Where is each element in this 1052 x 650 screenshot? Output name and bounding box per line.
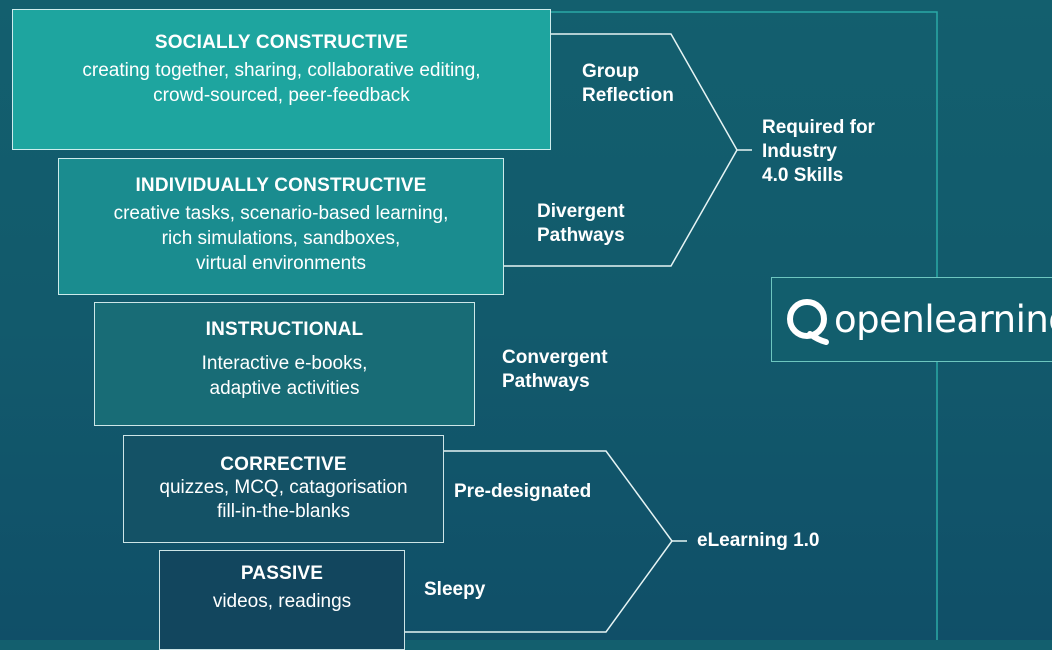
- tier-description: creating together, sharing, collaborativ…: [13, 58, 550, 108]
- frame-line: [551, 11, 938, 277]
- tier-instructional: INSTRUCTIONAL Interactive e-books, adapt…: [94, 302, 475, 426]
- tier-description: creative tasks, scenario-based learning,…: [59, 201, 503, 276]
- tier-description: Interactive e-books, adaptive activities: [95, 351, 474, 401]
- tier-desc-line: rich simulations, sandboxes,: [161, 228, 401, 249]
- label-line: Pathways: [502, 371, 590, 392]
- label-line: Reflection: [582, 85, 674, 106]
- tier-individually-constructive: INDIVIDUALLY CONSTRUCTIVE creative tasks…: [58, 158, 504, 295]
- tier-desc-line: creating together, sharing, collaborativ…: [82, 60, 481, 81]
- tier-desc-line: virtual environments: [195, 253, 367, 274]
- tier-description: quizzes, MCQ, catagorisation fill-in-the…: [124, 476, 443, 524]
- tier-title: INDIVIDUALLY CONSTRUCTIVE: [135, 175, 427, 196]
- label-line: Divergent: [537, 201, 625, 222]
- lower-bracket: [405, 450, 673, 633]
- logo-wordmark: openlearning: [834, 298, 1052, 341]
- pathway-label-sleepy: Sleepy: [424, 579, 486, 600]
- pathway-label-divergent: Divergent Pathways: [537, 200, 625, 248]
- openlearning-logo: openlearning: [771, 277, 1052, 362]
- tier-corrective: CORRECTIVE quizzes, MCQ, catagorisation …: [123, 435, 444, 543]
- tier-description: videos, readings: [160, 589, 404, 614]
- tier-desc-line: Interactive e-books,: [201, 353, 368, 374]
- tier-socially-constructive: SOCIALLY CONSTRUCTIVE creating together,…: [12, 9, 551, 150]
- label-line: Required for: [762, 117, 875, 138]
- label-line: Industry: [762, 141, 837, 162]
- outcome-label-elearning: eLearning 1.0: [697, 530, 820, 551]
- tier-title: CORRECTIVE: [220, 454, 347, 475]
- tier-title: INSTRUCTIONAL: [205, 319, 364, 340]
- openlearning-logo-icon: [787, 299, 829, 345]
- label-line: Convergent: [502, 347, 608, 368]
- tier-title: PASSIVE: [240, 563, 324, 584]
- pathway-label-convergent: Convergent Pathways: [502, 346, 608, 394]
- tier-desc-line: fill-in-the-blanks: [216, 501, 351, 522]
- label-line: 4.0 Skills: [762, 165, 844, 186]
- tier-desc-line: creative tasks, scenario-based learning,: [113, 203, 449, 224]
- label-line: Group: [582, 61, 639, 82]
- tier-desc-line: crowd-sourced, peer-feedback: [153, 85, 410, 106]
- tier-desc-line: quizzes, MCQ, catagorisation: [159, 477, 408, 498]
- pathway-label-predesignated: Pre-designated: [454, 481, 592, 502]
- tier-title: SOCIALLY CONSTRUCTIVE: [154, 32, 409, 53]
- tier-passive: PASSIVE videos, readings: [159, 550, 405, 650]
- pathway-label-group-reflection: Group Reflection: [582, 60, 674, 108]
- tier-desc-line: videos, readings: [212, 591, 352, 612]
- label-line: Pathways: [537, 225, 625, 246]
- tier-desc-line: adaptive activities: [209, 378, 360, 399]
- outcome-label-industry: Required for Industry 4.0 Skills: [762, 116, 875, 188]
